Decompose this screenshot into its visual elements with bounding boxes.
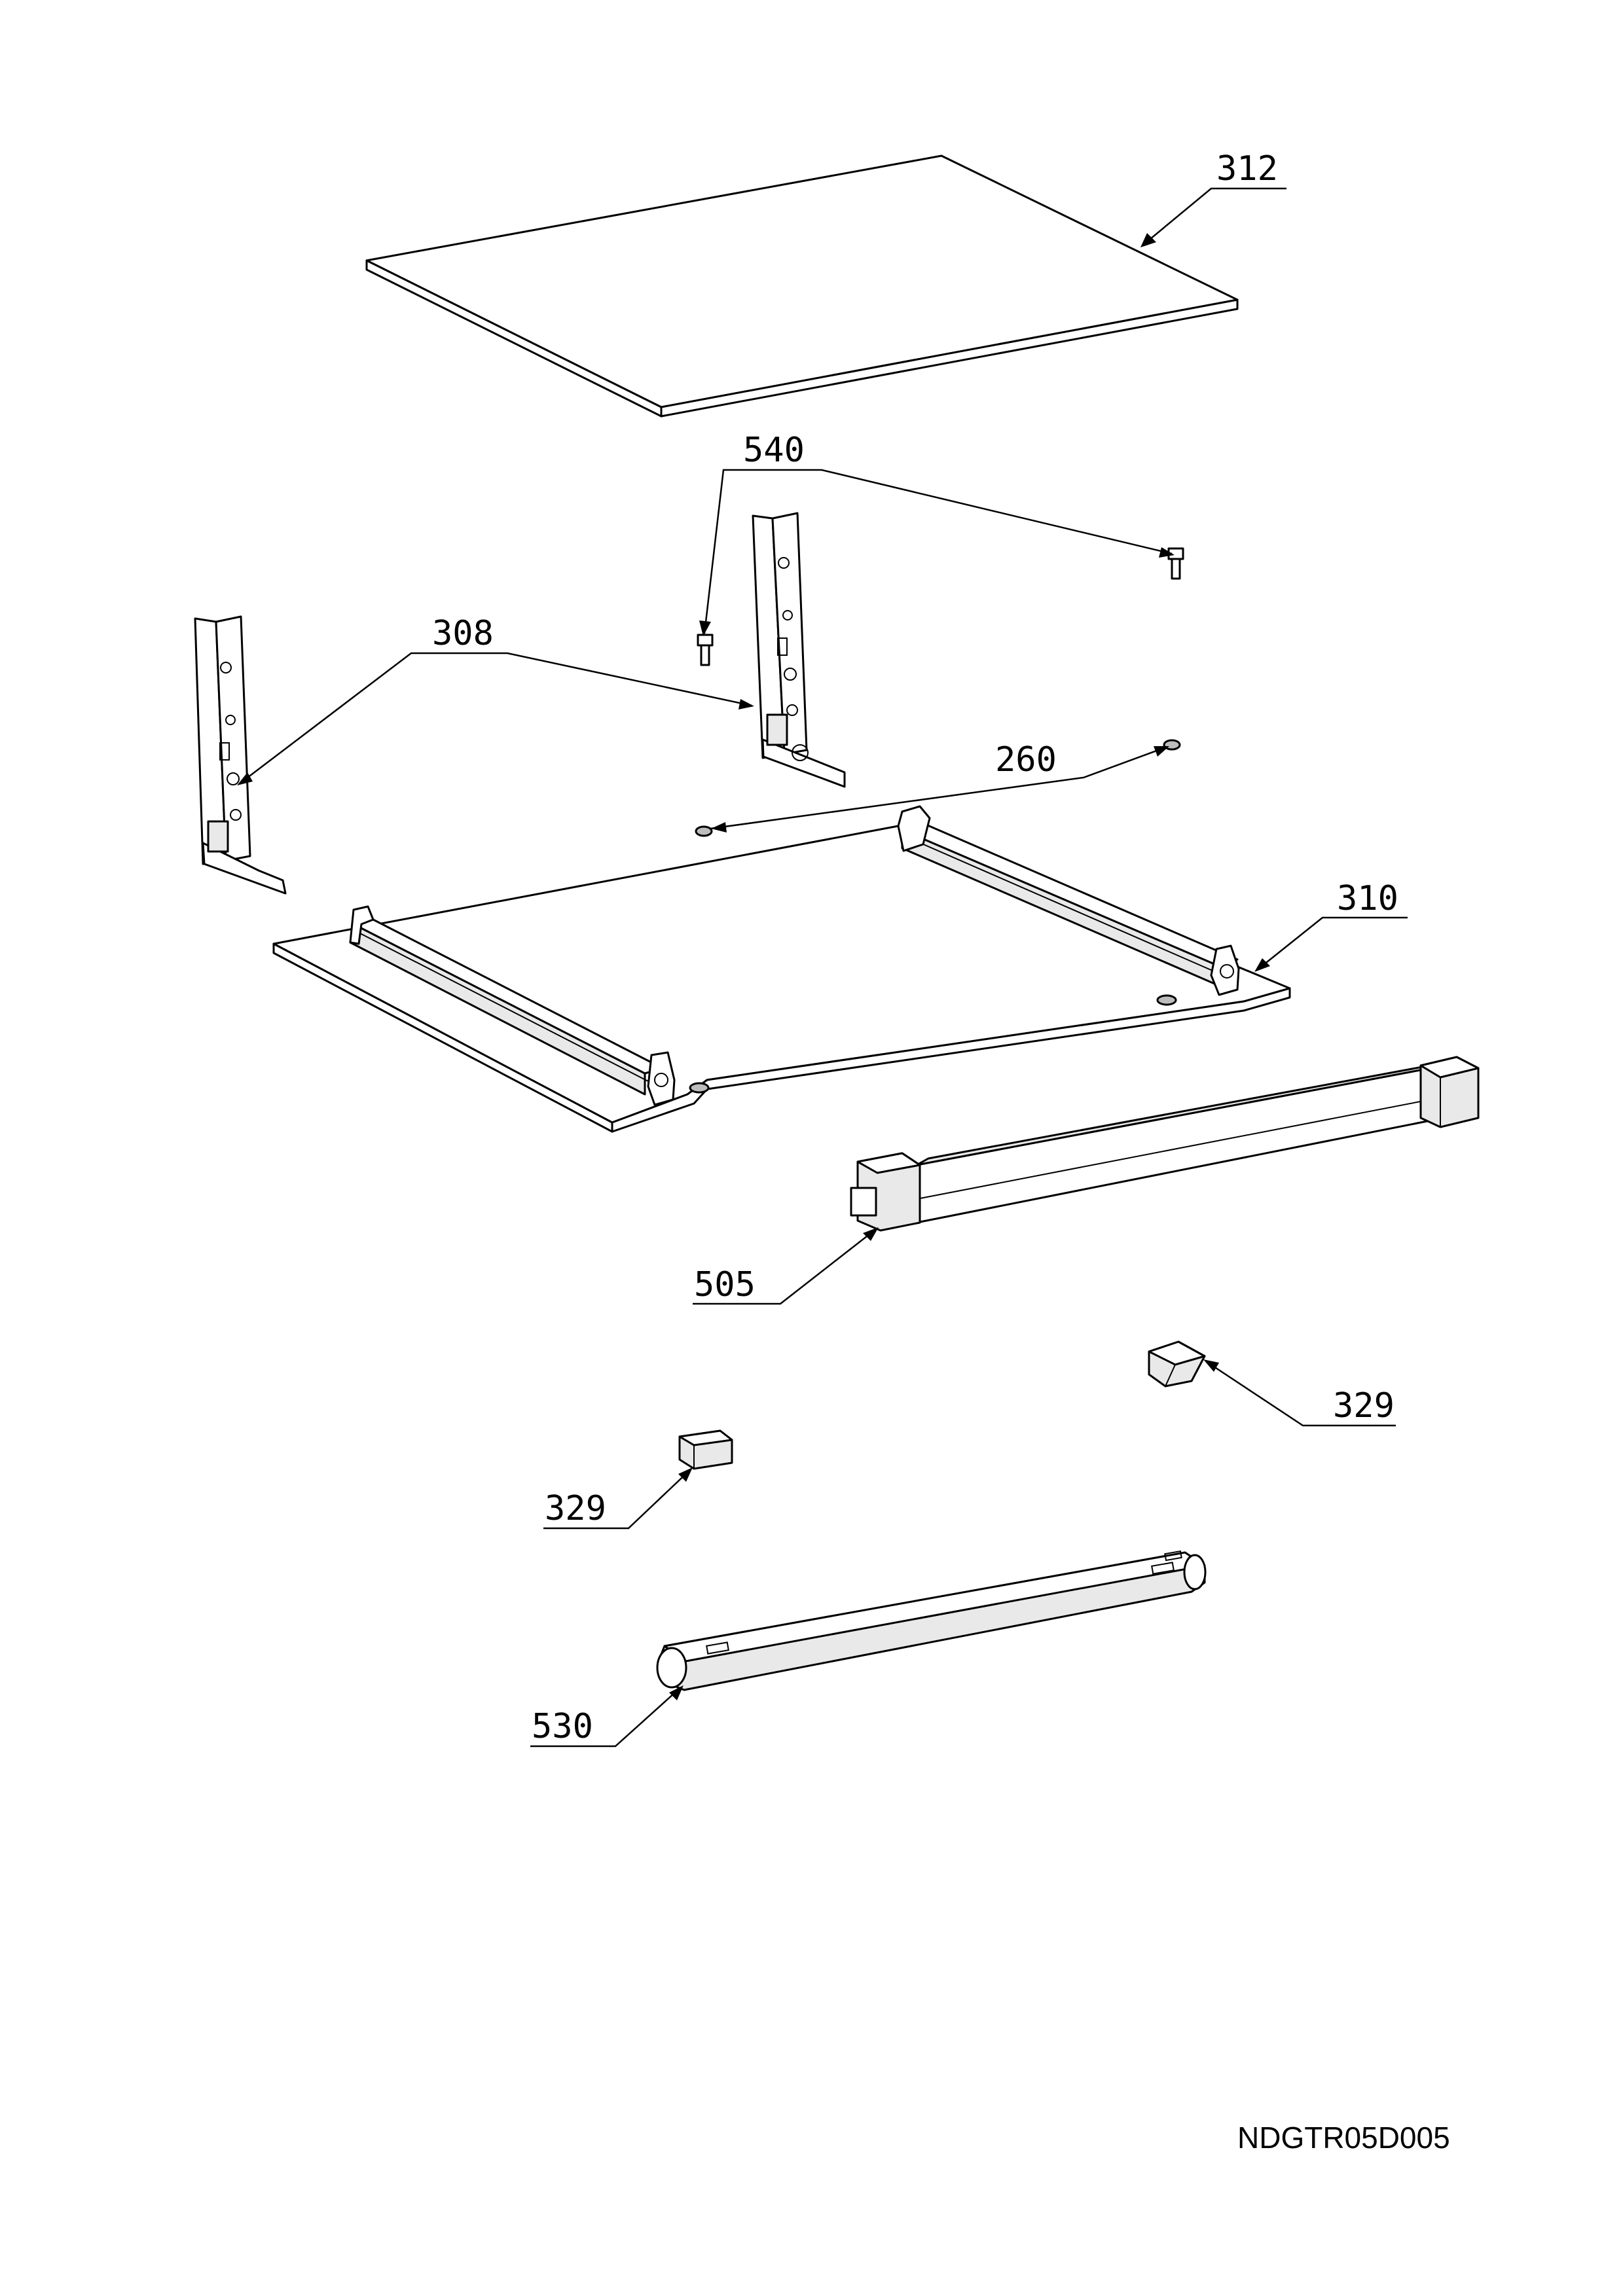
callout-505-label: 505 [694, 1265, 756, 1304]
callout-505: 505 [693, 1227, 879, 1305]
part-260-pin-left [695, 825, 713, 837]
callout-260-label: 260 [995, 740, 1057, 780]
callout-329-left: 329 [543, 1467, 693, 1530]
part-329-spacer-right [1148, 1340, 1206, 1388]
drawing-code: NDGTR05D005 [1237, 2121, 1450, 2155]
part-308-hinge-right [752, 512, 846, 788]
callout-540-label: 540 [743, 431, 805, 470]
part-312-glass-panel [365, 154, 1239, 418]
callout-530-label: 530 [532, 1707, 593, 1746]
callout-260: 260 [710, 740, 1169, 833]
part-329-spacer-left [678, 1429, 733, 1470]
callout-329-right: 329 [1203, 1359, 1396, 1427]
callout-312: 312 [1140, 149, 1286, 247]
part-505-handle-bar [915, 1062, 1442, 1224]
callout-530: 530 [530, 1685, 684, 1748]
part-540-screw-right [1167, 547, 1184, 580]
callout-308-label: 308 [432, 614, 494, 653]
callout-308: 308 [237, 614, 754, 785]
part-540-screw-left [697, 634, 714, 666]
callout-329-right-label: 329 [1333, 1386, 1395, 1426]
part-530-bottom-bar [656, 1550, 1207, 1691]
callout-310: 310 [1254, 879, 1408, 972]
callout-540: 540 [699, 431, 1175, 636]
callout-329-left-label: 329 [545, 1489, 606, 1528]
callout-310-label: 310 [1337, 879, 1398, 918]
part-505-right-end-cap [1419, 1056, 1480, 1128]
callout-312-label: 312 [1216, 149, 1278, 188]
part-310-left-rail [349, 905, 676, 1106]
part-310-right-rail [897, 805, 1240, 996]
part-308-hinge-left [194, 615, 287, 895]
part-505-left-end-cap [850, 1152, 921, 1232]
